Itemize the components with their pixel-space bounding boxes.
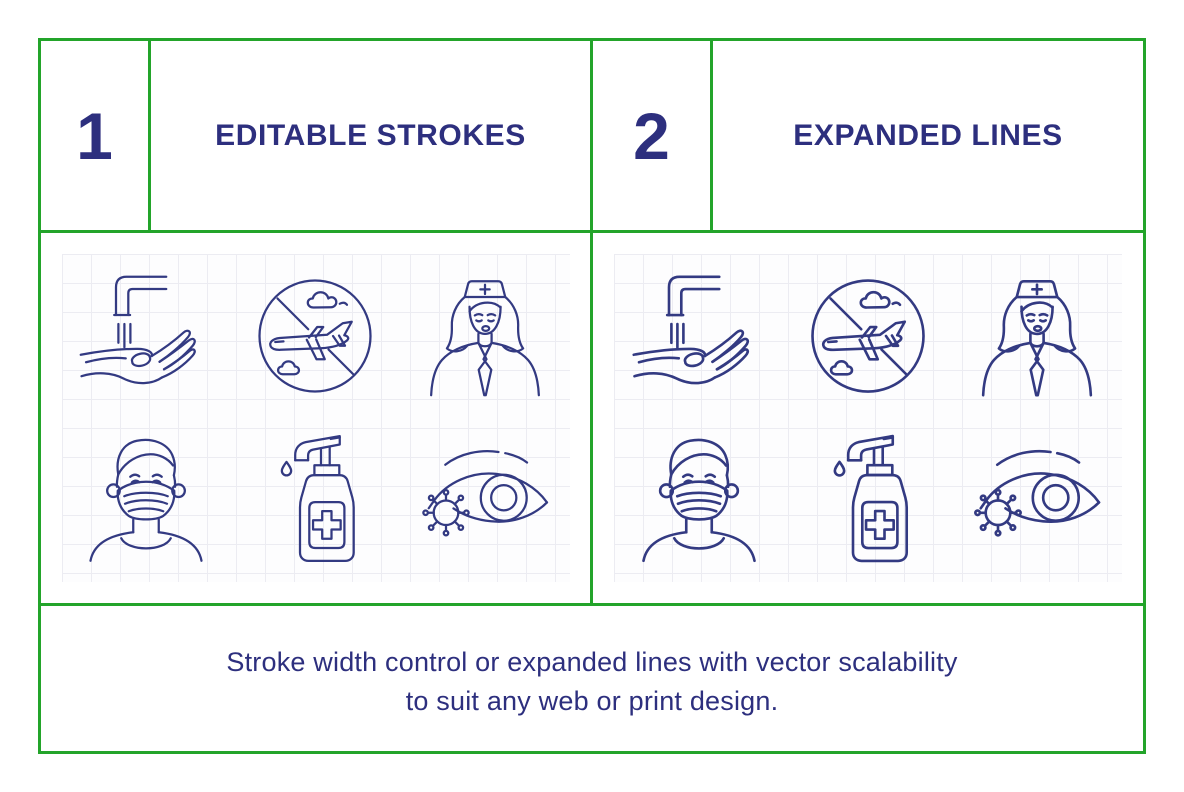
no-flying-icon [240, 261, 390, 411]
section-2-number: 2 [633, 98, 670, 173]
hand-sanitizer-icon [793, 425, 943, 575]
eye-virus-icon [962, 425, 1112, 575]
section-2-title: EXPANDED LINES [793, 118, 1063, 152]
hand-washing-icon [624, 261, 774, 411]
nurse-icon [410, 261, 560, 411]
section-1-number-cell: 1 [41, 41, 151, 233]
expanded-lines-cell [593, 233, 1143, 603]
hand-sanitizer-icon [240, 425, 390, 575]
editable-strokes-panel [61, 254, 570, 582]
hand-washing-icon [71, 261, 221, 411]
caption-line-1: Stroke width control or expanded lines w… [226, 646, 958, 677]
nurse-icon [962, 261, 1112, 411]
section-2-title-cell: EXPANDED LINES [713, 41, 1143, 233]
expanded-lines-panel [614, 254, 1122, 582]
caption: Stroke width control or expanded lines w… [41, 603, 1143, 751]
man-wearing-mask-icon [624, 425, 774, 575]
no-flying-icon [793, 261, 943, 411]
section-2-number-cell: 2 [593, 41, 713, 233]
caption-line-2: to suit any web or print design. [405, 685, 779, 716]
section-1-number: 1 [76, 98, 113, 173]
section-1-title-cell: EDITABLE STROKES [151, 41, 593, 233]
man-wearing-mask-icon [71, 425, 221, 575]
editable-strokes-cell [41, 233, 593, 603]
eye-virus-icon [410, 425, 560, 575]
comparison-table: 1 EDITABLE STROKES 2 EXPANDED LINES Stro… [38, 38, 1146, 754]
section-1-title: EDITABLE STROKES [215, 118, 526, 152]
